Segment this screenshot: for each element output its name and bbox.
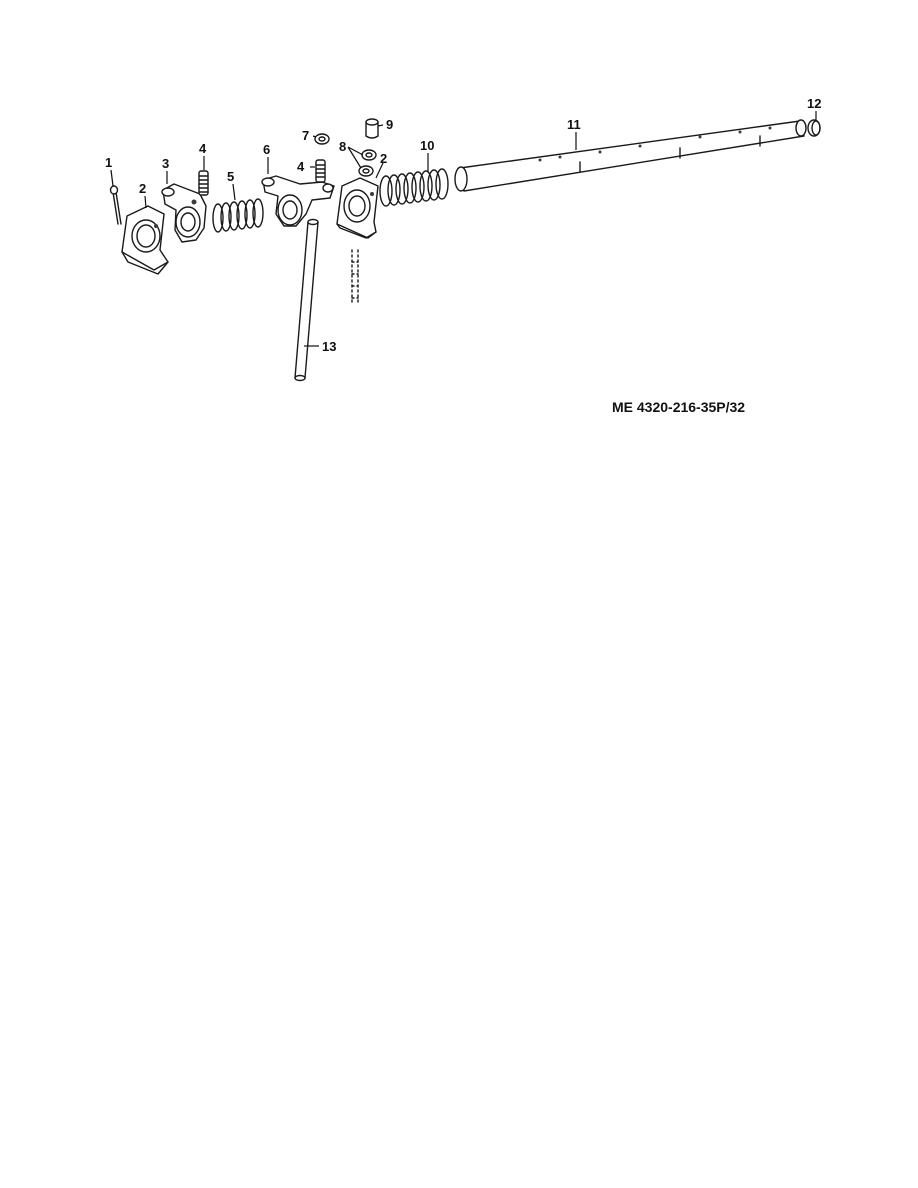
part-1-cotter-pin: [109, 185, 122, 225]
part-9-plug: [365, 118, 379, 139]
part-2-bracket-right: [336, 177, 379, 239]
callout-11: 11: [567, 117, 581, 132]
callout-2-left: 2: [139, 181, 146, 196]
callout-8: 8: [339, 139, 346, 154]
callout-5: 5: [227, 169, 234, 184]
callout-2-right: 2: [380, 151, 387, 166]
callout-3: 3: [162, 156, 169, 171]
callout-13: 13: [322, 339, 336, 354]
callout-4-left: 4: [199, 141, 207, 156]
part-5-spring: [212, 198, 264, 233]
part-13-push-rod: [294, 218, 319, 382]
callout-6: 6: [263, 142, 270, 157]
figure-caption: ME 4320-216-35P/32: [612, 399, 745, 415]
part-2-bracket-left: [121, 205, 169, 275]
callout-7: 7: [302, 128, 309, 143]
part-12-end-plug: [807, 119, 821, 137]
part-3-rocker-arm: [161, 183, 207, 243]
part-4-adjusting-screw-right: [315, 159, 326, 183]
stud-dashed: [351, 249, 359, 305]
part-10-spring: [379, 168, 449, 207]
part-4-adjusting-screw-left: [198, 170, 209, 196]
callout-12: 12: [807, 96, 821, 111]
part-11-rocker-shaft: [454, 119, 807, 192]
callout-9: 9: [386, 117, 393, 132]
part-8-nuts: [358, 149, 377, 177]
leader-lines: [110, 111, 817, 347]
callout-10: 10: [420, 138, 434, 153]
part-7-lock-nut: [314, 133, 330, 145]
part-6-rocker-arm: [261, 175, 335, 227]
callout-1: 1: [105, 155, 112, 170]
callout-4-right: 4: [297, 159, 305, 174]
